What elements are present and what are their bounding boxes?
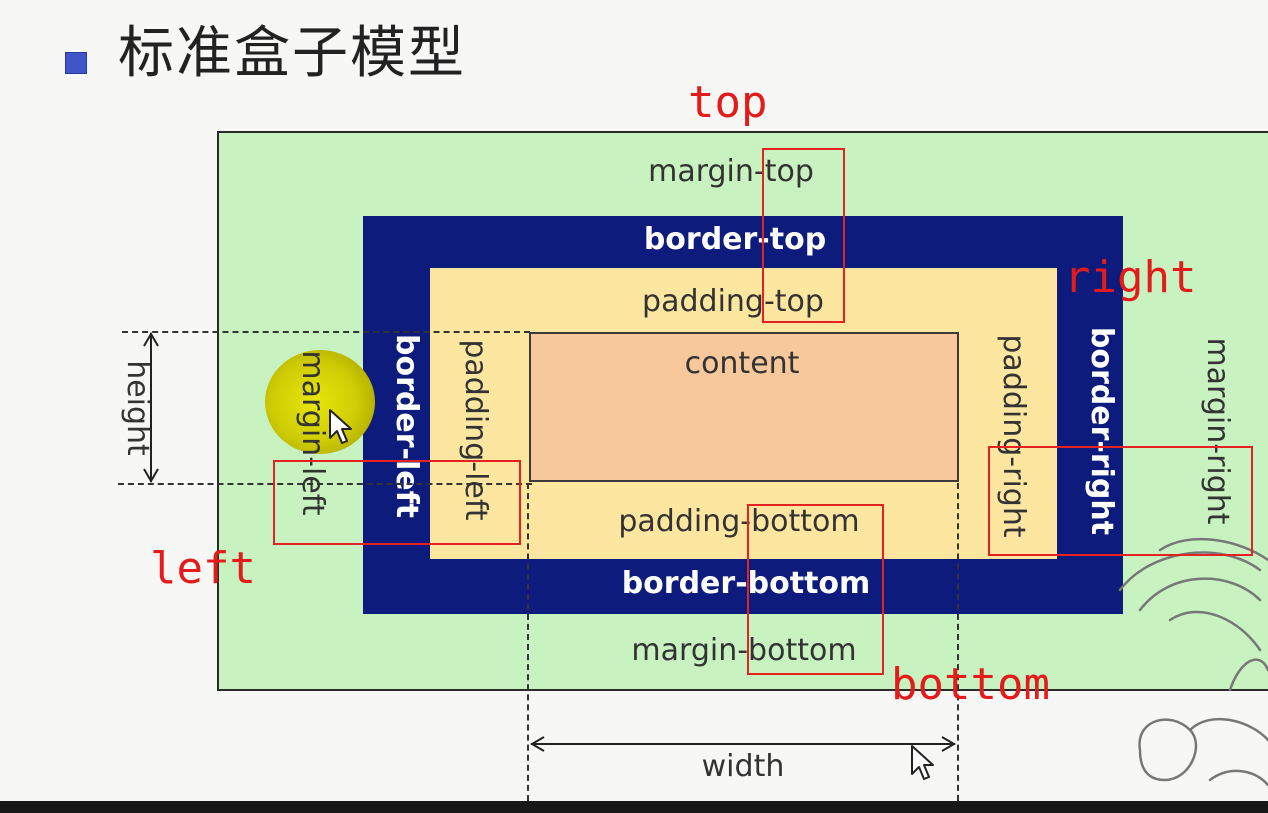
left-annotation: left [150, 544, 256, 594]
bottom-highlight-box [747, 504, 884, 675]
right-annotation: right [1064, 253, 1196, 303]
width-label: width [702, 749, 785, 785]
cursor-arrow-icon [328, 408, 354, 448]
top-annotation: top [688, 78, 767, 128]
bottom-annotation: bottom [891, 660, 1050, 710]
decorative-sketch [1110, 530, 1268, 802]
cursor-arrow-icon [910, 744, 936, 784]
top-highlight-box [762, 148, 845, 323]
left-highlight-box [273, 460, 521, 545]
right-highlight-box [988, 446, 1253, 556]
bottom-bar [0, 801, 1268, 813]
